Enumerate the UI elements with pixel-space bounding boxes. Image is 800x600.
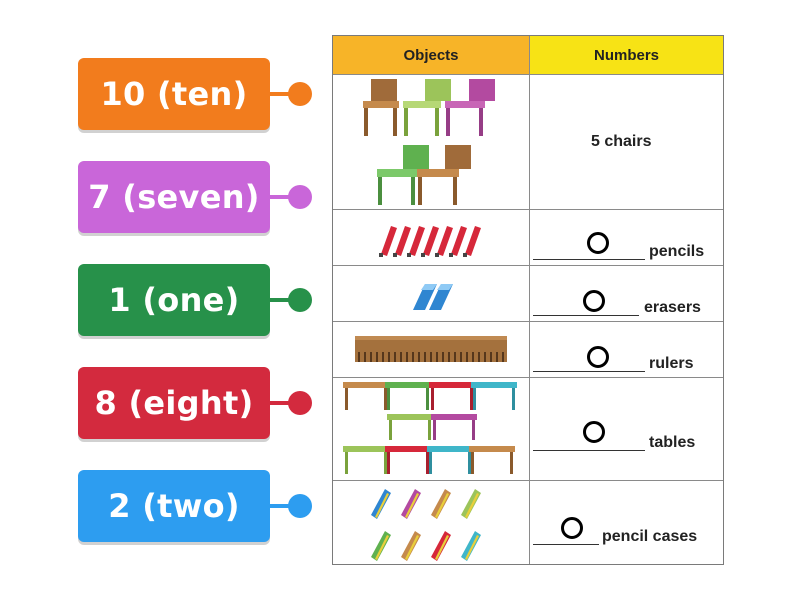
table-icon	[431, 414, 477, 440]
header-numbers: Numbers	[530, 36, 723, 74]
pencil-case-icon	[431, 489, 451, 519]
chair-icon	[363, 79, 399, 136]
erasers-picture	[413, 284, 453, 310]
answer-anchor-dot[interactable]	[288, 185, 312, 209]
table-icon	[429, 382, 475, 410]
answer-tile-7[interactable]: 7 (seven)	[78, 161, 270, 233]
answer-tile-1[interactable]: 1 (one)	[78, 264, 270, 336]
pencil-case-icon	[461, 489, 481, 519]
table-row: pencil cases	[333, 480, 723, 565]
table-row: pencils	[333, 209, 723, 266]
answer-blank-line	[533, 371, 645, 372]
tables-picture	[343, 382, 517, 474]
header-objects: Objects	[333, 36, 529, 74]
answer-tile-label: 10 (ten)	[100, 75, 248, 113]
table-row: rulers	[333, 321, 723, 378]
connector-line	[270, 92, 302, 96]
drop-target-circle[interactable]	[583, 290, 605, 312]
answer-blank-line	[533, 315, 639, 316]
connector-line	[270, 504, 302, 508]
table-icon	[387, 414, 433, 440]
answer-anchor-dot[interactable]	[288, 288, 312, 312]
pencils-picture	[379, 226, 481, 257]
worksheet-table: Objects Numbers	[332, 35, 724, 565]
chair-icon	[377, 145, 429, 205]
answer-tile-10[interactable]: 10 (ten)	[78, 58, 270, 130]
table-row: 5 chairs	[333, 74, 723, 210]
drop-target-circle[interactable]	[587, 232, 609, 254]
number-text: erasers	[644, 299, 701, 316]
pencil-case-icon	[401, 531, 421, 561]
table-row: tables	[333, 377, 723, 481]
drop-target-circle[interactable]	[561, 517, 583, 539]
answer-blank-line	[533, 544, 599, 545]
number-text: tables	[649, 434, 696, 451]
connector-line	[270, 195, 302, 199]
answer-tile-label: 2 (two)	[108, 487, 240, 525]
chair-icon	[417, 145, 471, 205]
answer-anchor-dot[interactable]	[288, 391, 312, 415]
chair-icon	[445, 79, 495, 136]
table-icon	[427, 446, 473, 474]
table-icon	[385, 382, 431, 410]
pencil-case-icon	[431, 531, 451, 561]
drop-target-circle[interactable]	[583, 421, 605, 443]
answer-tile-8[interactable]: 8 (eight)	[78, 367, 270, 439]
answer-tile-label: 7 (seven)	[88, 178, 260, 216]
pencil-case-icon	[401, 489, 421, 519]
ruler-picture	[355, 336, 507, 362]
table-icon	[343, 382, 389, 410]
table-icon	[469, 446, 515, 474]
connector-line	[270, 401, 302, 405]
connector-line	[270, 298, 302, 302]
number-text: 5 chairs	[591, 133, 652, 150]
table-row: erasers	[333, 265, 723, 322]
pencil-cases-picture	[371, 489, 481, 561]
table-icon	[385, 446, 431, 474]
pencil-case-icon	[371, 531, 391, 561]
pencil-case-icon	[371, 489, 391, 519]
chair-icon	[403, 79, 451, 136]
drop-target-circle[interactable]	[587, 346, 609, 368]
number-text: rulers	[649, 355, 694, 372]
column-divider	[529, 36, 530, 564]
answer-anchor-dot[interactable]	[288, 82, 312, 106]
answer-blank-line	[533, 450, 645, 451]
answer-tile-label: 8 (eight)	[94, 384, 254, 422]
number-text: pencil cases	[602, 528, 698, 545]
table-icon	[471, 382, 517, 410]
answer-tile-label: 1 (one)	[108, 281, 240, 319]
answer-anchor-dot[interactable]	[288, 494, 312, 518]
answer-blank-line	[533, 259, 645, 260]
number-text: pencils	[649, 243, 705, 260]
answer-tile-2[interactable]: 2 (two)	[78, 470, 270, 542]
pencil-case-icon	[461, 531, 481, 561]
table-icon	[343, 446, 389, 474]
chairs-picture	[363, 79, 495, 205]
